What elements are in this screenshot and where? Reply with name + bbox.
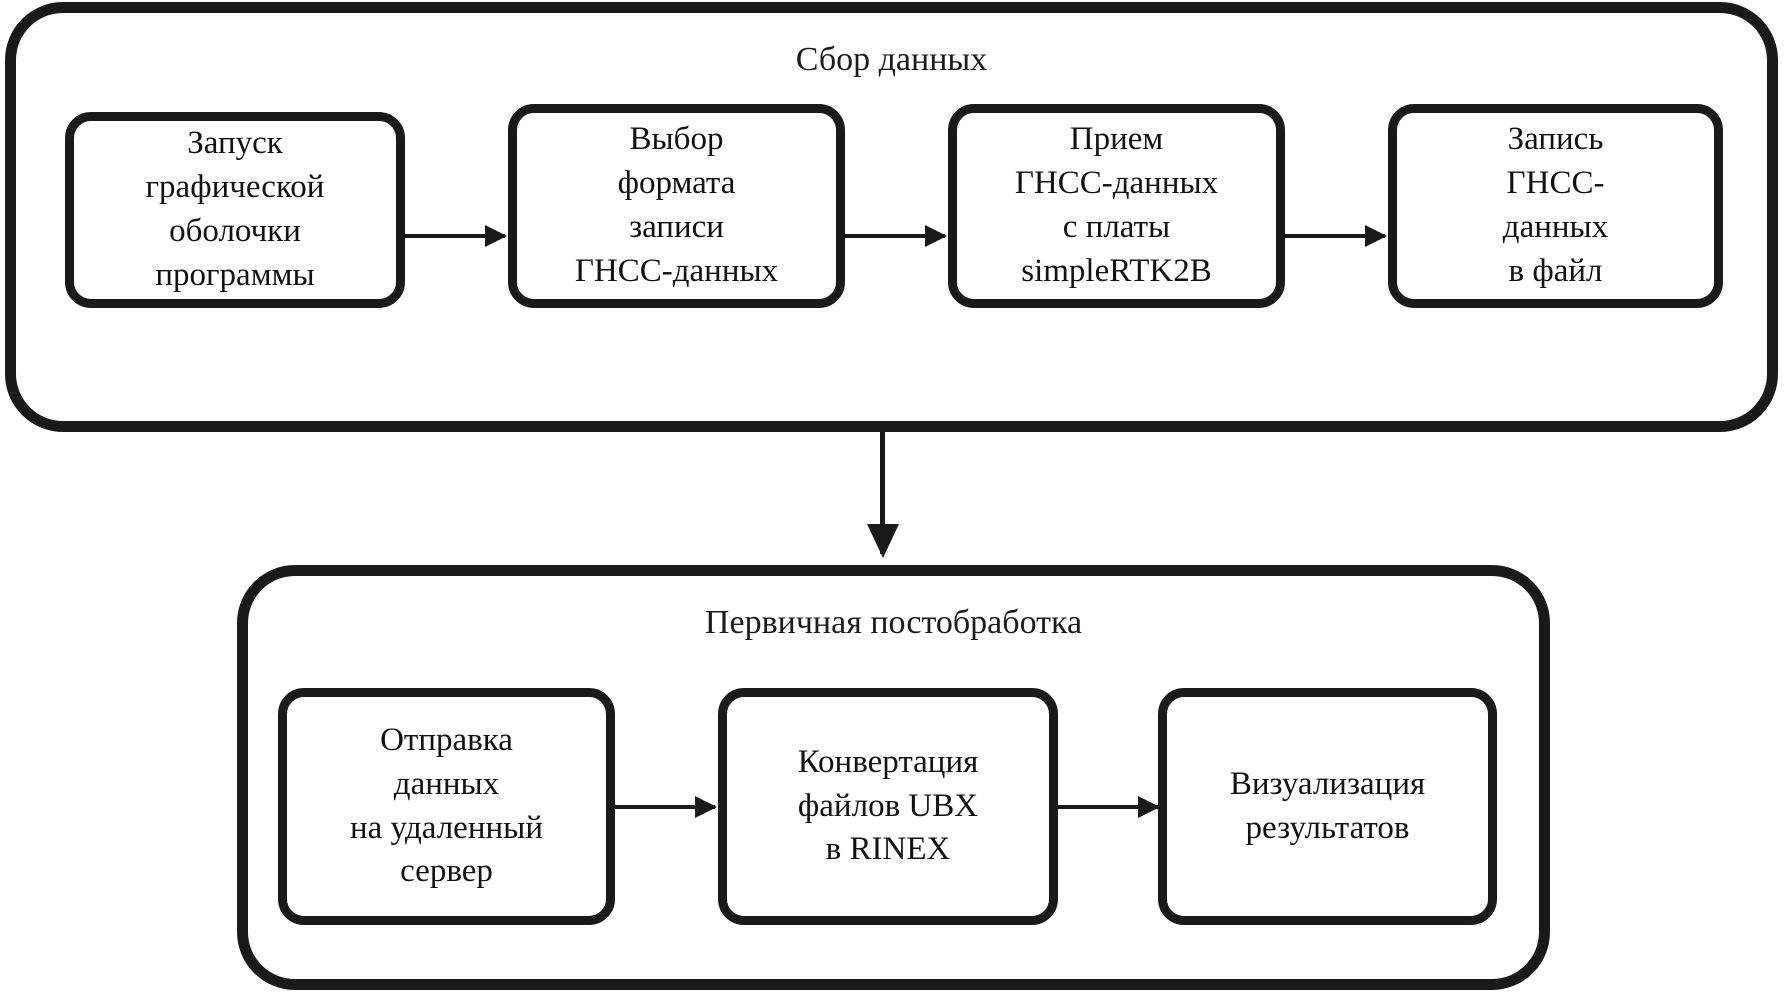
step-convert-ubx-rinex-l1: Конвертация	[797, 743, 979, 780]
arrow-send-to-convert	[615, 805, 715, 809]
step-launch-gui-l3: оболочки	[169, 213, 301, 249]
step-send-remote-l2: данных	[393, 765, 500, 802]
group-data-collection-title: Сбор данных	[795, 41, 988, 78]
step-convert-ubx-rinex-l2: файлов UBX	[797, 787, 979, 824]
arrow-receive-to-write	[1285, 234, 1385, 238]
step-receive-gnss-l4: simpleRTK2B	[1021, 252, 1212, 289]
step-convert-ubx-rinex: Конвертация файлов UBX в RINEX	[718, 688, 1058, 925]
step-send-remote-l4: сервер	[400, 853, 493, 890]
step-launch-gui: Запуск	[65, 112, 405, 308]
step-write-file-l4: в файл	[1508, 252, 1603, 289]
step-launch-gui-l1: Запуск	[187, 125, 283, 162]
arrow-select-to-receive	[845, 234, 945, 238]
step-send-remote-l3: на удаленный	[350, 809, 543, 846]
step-select-format-l1: Выбор	[629, 121, 724, 158]
group-primary-postprocessing-title: Первичная постобработка	[704, 604, 1083, 641]
step-receive-gnss-l2: ГНСС-данных	[1014, 165, 1219, 202]
step-select-format-l2: формата	[617, 165, 736, 202]
step-write-file-l3: данных	[1502, 209, 1609, 245]
step-convert-ubx-rinex-l3: в RINEX	[825, 831, 951, 868]
arrow-launch-to-select	[405, 234, 505, 238]
step-receive-gnss-l3: с платы	[1062, 209, 1171, 245]
step-visualize-results-l2: результатов	[1245, 809, 1410, 846]
step-receive-gnss: Прием ГНСС-данных с платы simpleRTK2B	[948, 104, 1285, 308]
step-send-remote: Отправка данных на удаленный сервер	[278, 688, 615, 925]
step-select-format-l4: ГНСС-данных	[574, 252, 779, 289]
step-receive-gnss-l1: Прием	[1069, 121, 1164, 158]
step-launch-gui-text-wrap: Запуск графической оболочки программы	[65, 112, 405, 308]
arrow-convert-to-visualize	[1058, 805, 1158, 809]
step-select-format-l3: записи	[629, 209, 724, 245]
step-write-file-l1: Запись	[1507, 121, 1604, 158]
step-send-remote-l1: Отправка	[380, 721, 513, 758]
step-visualize-results: Визуализация результатов	[1158, 688, 1497, 925]
step-visualize-results-l1: Визуализация	[1229, 765, 1426, 802]
step-write-file: Запись ГНСС- данных в файл	[1388, 104, 1723, 308]
step-launch-gui-l2: графической	[145, 169, 325, 206]
step-write-file-l2: ГНСС-	[1506, 165, 1605, 202]
step-select-format: Выбор формата записи ГНСС-данных	[508, 104, 845, 308]
step-launch-gui-l4: программы	[155, 256, 315, 293]
arrow-collection-to-postprocessing	[880, 432, 885, 554]
